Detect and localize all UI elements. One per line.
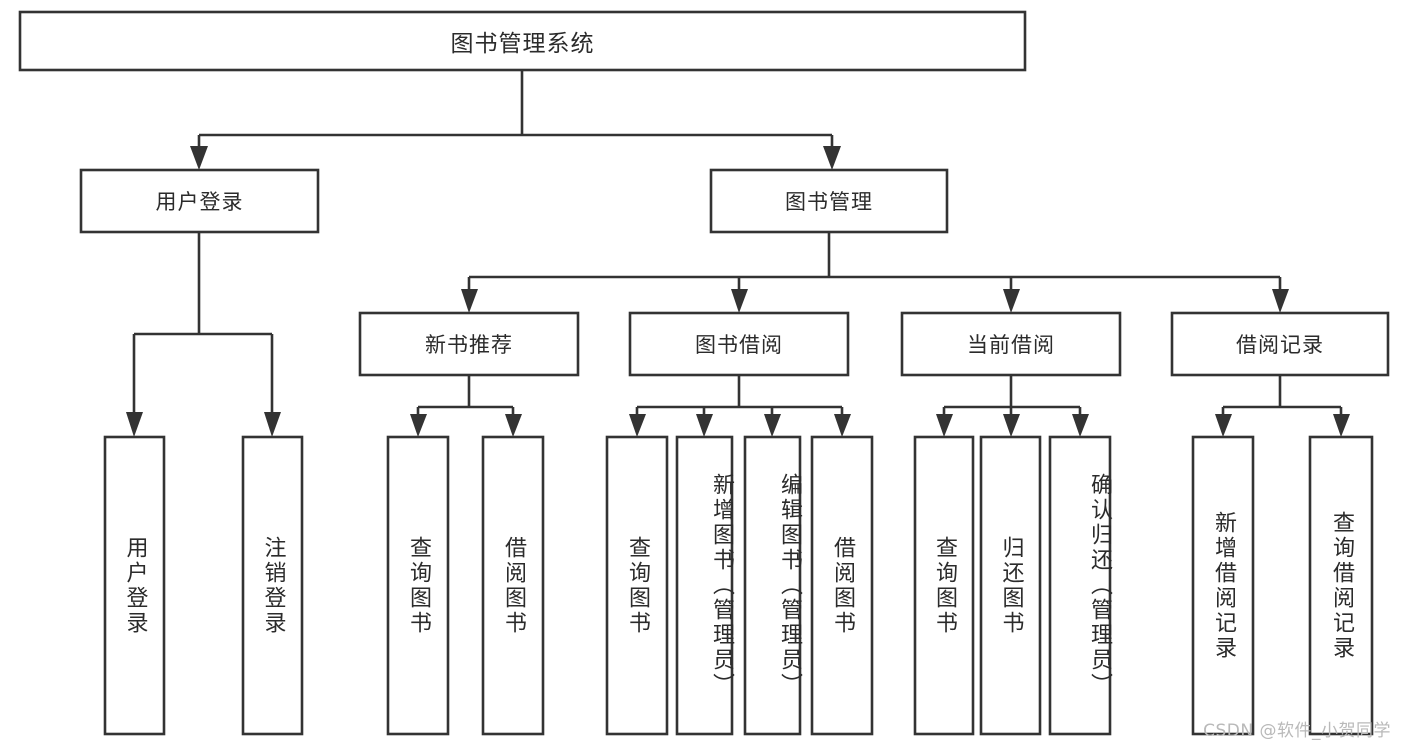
connector-new-book-rec-to-leaves [410, 375, 522, 437]
leaf-box-add-book-admin[interactable] [675, 435, 734, 736]
connector-root-to-level2 [190, 70, 841, 170]
node-box-current-borrow[interactable] [900, 311, 1122, 377]
node-box-borrow-record[interactable] [1170, 311, 1390, 377]
leaf-box-return-book[interactable] [979, 435, 1042, 736]
connector-borrow-record-to-leaves [1215, 375, 1350, 437]
connector-user-login-to-leaves [126, 232, 281, 437]
leaf-box-query-book-rec[interactable] [386, 435, 450, 736]
leaf-box-add-borrow-record[interactable] [1191, 435, 1255, 736]
leaf-box-borrow-book[interactable] [810, 435, 874, 736]
watermark-text: CSDN @软件_小贺同学 [1203, 721, 1391, 741]
connector-book-mgmt-to-level3 [461, 232, 1289, 313]
leaf-box-query-borrow-record[interactable] [1308, 435, 1374, 736]
leaf-box-query-book-borrow[interactable] [605, 435, 669, 736]
leaf-box-user-login[interactable] [103, 435, 166, 736]
node-box-book-borrow[interactable] [628, 311, 850, 377]
leaf-box-logout-login[interactable] [241, 435, 304, 736]
node-box-new-book-recommend[interactable] [358, 311, 580, 377]
node-box-user-login[interactable] [79, 168, 320, 234]
leaf-box-confirm-return-admin[interactable] [1048, 435, 1112, 736]
connector-current-borrow-to-leaves [936, 375, 1089, 437]
leaf-box-query-book-current[interactable] [913, 435, 975, 736]
node-box-root[interactable] [18, 10, 1027, 72]
connector-book-borrow-to-leaves [629, 375, 851, 437]
node-box-book-management[interactable] [709, 168, 949, 234]
leaf-box-edit-book-admin[interactable] [743, 435, 802, 736]
leaf-box-borrow-book-rec[interactable] [481, 435, 545, 736]
